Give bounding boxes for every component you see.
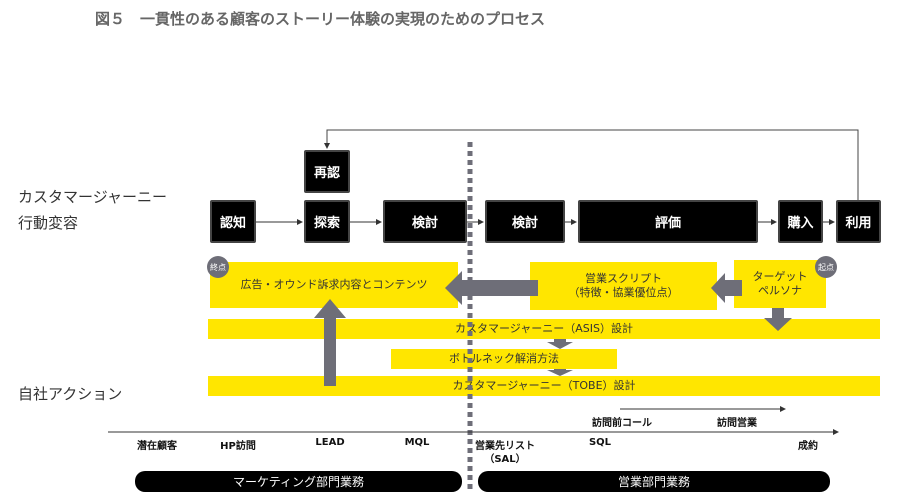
arrow-script-to-ad	[445, 271, 538, 305]
stage-consider-1: 検討	[383, 200, 467, 243]
feedback-loop-line	[324, 129, 859, 200]
arrow-asis-to-bottleneck	[547, 339, 573, 349]
pre-call-label: 訪問前コール	[592, 418, 652, 429]
journey-label-line1: カスタマージャーニー	[18, 188, 167, 206]
stage-purchase: 購入	[778, 200, 823, 243]
axis-sal: （SAL）	[484, 454, 526, 465]
sales-script-box: 営業スクリプト （特徴・協業優位点）	[530, 262, 717, 310]
axis-potential: 潜在顧客	[137, 441, 177, 452]
bottleneck-band: ボトルネック解消方法	[391, 349, 617, 369]
start-badge: 起点	[815, 256, 837, 278]
axis-close: 成約	[798, 441, 818, 452]
axis-sales-list: 営業先リスト	[475, 441, 535, 452]
visit-label: 訪問営業	[717, 418, 757, 429]
action-label: 自社アクション	[18, 385, 123, 403]
sales-department-pill: 営業部門業務	[478, 471, 830, 492]
stage-use: 利用	[836, 200, 881, 243]
axis-sql: SQL	[588, 437, 612, 448]
arrow-tobe-to-ad	[314, 299, 346, 386]
figure-title: 図５ 一貫性のある顧客のストーリー体験の実現のためのプロセス	[95, 10, 546, 28]
stage-recognize: 認知	[210, 200, 256, 243]
sales-script-line1: 営業スクリプト	[585, 271, 662, 285]
stage-evaluate: 評価	[578, 200, 758, 243]
ad-content-box: 広告・オウンド訴求内容とコンテンツ	[210, 262, 458, 308]
axis-mql: MQL	[404, 437, 430, 448]
journey-label-line2: 行動変容	[18, 214, 79, 232]
target-persona-box: ターゲット ペルソナ	[734, 260, 826, 308]
arrow-bottleneck-to-tobe	[547, 369, 573, 376]
stage-rerecognize: 再認	[304, 150, 350, 193]
target-line1: ターゲット	[752, 269, 808, 283]
axis-hp-visit: HP訪問	[220, 441, 256, 452]
target-line2: ペルソナ	[758, 284, 802, 297]
asis-band: カスタマージャーニー（ASIS）設計	[208, 319, 880, 339]
end-badge: 終点	[207, 256, 229, 278]
arrow-target-to-asis	[764, 308, 792, 331]
stage-explore: 探索	[304, 200, 350, 243]
tobe-band: カスタマージャーニー（TOBE）設計	[208, 376, 880, 396]
stage-consider-2: 検討	[485, 200, 565, 243]
arrow-target-to-script	[711, 273, 742, 303]
marketing-department-pill: マーケティング部門業務	[135, 471, 462, 492]
sales-script-line2: （特徴・協業優位点）	[568, 286, 679, 299]
axis-lead: LEAD	[315, 437, 345, 448]
